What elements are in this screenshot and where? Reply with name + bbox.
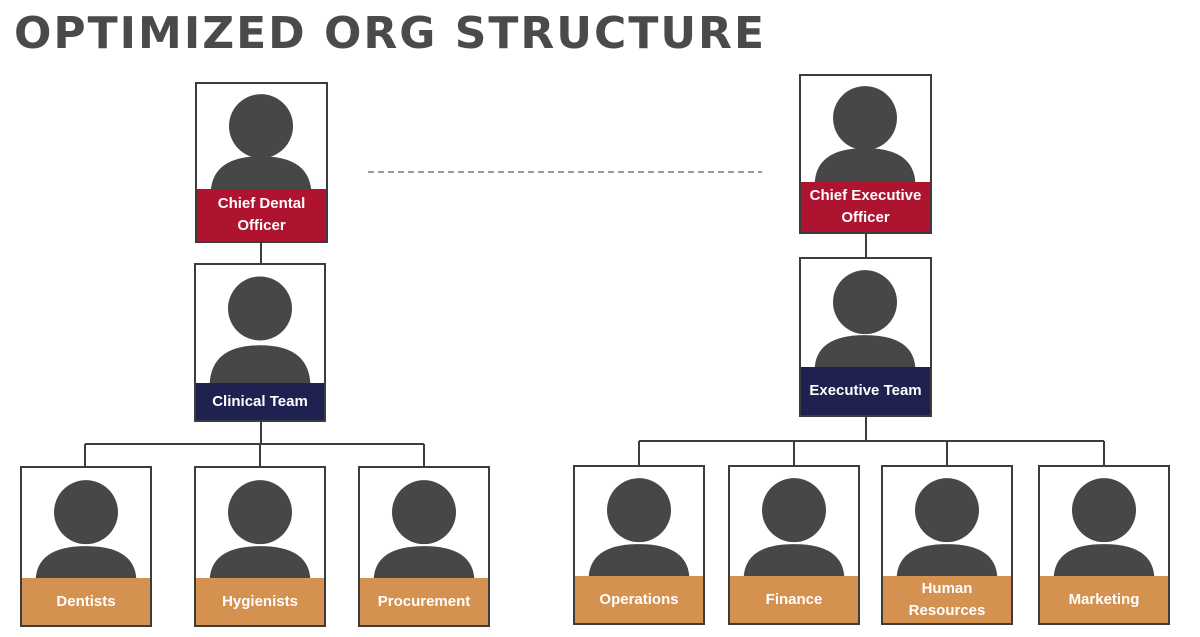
org-card-chief-dental-officer: Chief Dental Officer	[195, 82, 328, 243]
org-card-label: Chief Dental Officer	[197, 189, 326, 241]
org-card-label: Procurement	[360, 578, 488, 625]
org-card-hygienists: Hygienists	[194, 466, 326, 627]
person-icon	[209, 480, 311, 582]
org-card-human-resources: Human Resources	[881, 465, 1013, 625]
org-card-procurement: Procurement	[358, 466, 490, 627]
person-icon	[210, 94, 312, 195]
org-card-clinical-team: Clinical Team	[194, 263, 326, 422]
person-icon	[209, 276, 311, 387]
org-card-label: Executive Team	[801, 367, 930, 415]
org-card-finance: Finance	[728, 465, 860, 625]
person-icon	[814, 270, 916, 371]
org-card-label: Operations	[575, 576, 703, 623]
org-card-chief-executive-officer: Chief Executive Officer	[799, 74, 932, 234]
org-card-dentists: Dentists	[20, 466, 152, 627]
org-card-label: Clinical Team	[196, 383, 324, 420]
org-card-executive-team: Executive Team	[799, 257, 932, 417]
person-icon	[588, 478, 690, 580]
org-card-label: Chief Executive Officer	[801, 182, 930, 232]
org-card-label: Dentists	[22, 578, 150, 625]
person-icon	[35, 480, 137, 582]
page-title: OPTIMIZED ORG STRUCTURE	[14, 8, 766, 59]
person-icon	[743, 478, 845, 580]
person-icon	[814, 86, 916, 186]
org-card-marketing: Marketing	[1038, 465, 1170, 625]
person-icon	[373, 480, 475, 582]
org-card-label: Marketing	[1040, 576, 1168, 623]
org-card-label: Human Resources	[883, 576, 1011, 623]
org-card-label: Hygienists	[196, 578, 324, 625]
org-card-label: Finance	[730, 576, 858, 623]
person-icon	[896, 478, 998, 580]
org-card-operations: Operations	[573, 465, 705, 625]
person-icon	[1053, 478, 1155, 580]
